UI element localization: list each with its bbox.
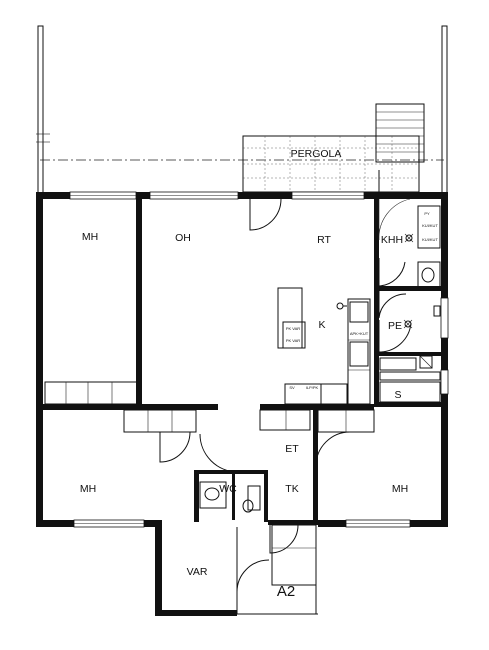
light-switch-icon bbox=[336, 302, 347, 310]
entrance-structure bbox=[236, 524, 318, 615]
label-wc: WC bbox=[219, 483, 237, 495]
pergola-structure bbox=[242, 135, 420, 193]
label-khh-fixture-3: KUI/KUT bbox=[422, 237, 438, 242]
label-tk: TK bbox=[285, 483, 298, 495]
label-mh-left: MH bbox=[82, 231, 98, 243]
interior-walls bbox=[43, 199, 441, 525]
label-ilp: ILP/PK bbox=[306, 385, 319, 390]
label-mh-bottom-left: MH bbox=[80, 483, 96, 495]
label-khh-fixture-2: KUI/KUT bbox=[422, 223, 438, 228]
label-oh: OH bbox=[175, 232, 191, 244]
ceiling-light-icon bbox=[403, 319, 413, 329]
label-et: ET bbox=[285, 443, 299, 455]
bathroom-fixtures bbox=[379, 205, 441, 403]
windows bbox=[69, 191, 449, 528]
label-var: VAR bbox=[187, 566, 208, 578]
label-pergola: PERGOLA bbox=[291, 148, 342, 160]
label-kitchen-unit-2: PK VAR bbox=[286, 338, 300, 343]
label-k: K bbox=[318, 319, 325, 331]
label-khh: KHH bbox=[381, 234, 403, 246]
label-khh-fixture-1: PY bbox=[424, 211, 430, 216]
label-kitchen-unit-1: PK VAR bbox=[286, 326, 300, 331]
outdoor-stair bbox=[375, 103, 425, 163]
label-sv: SV bbox=[289, 385, 295, 390]
wc-fixtures bbox=[199, 481, 261, 513]
label-s: S bbox=[394, 389, 401, 401]
label-pe: PE bbox=[388, 320, 402, 332]
label-k-fixture: APK+KUT bbox=[350, 331, 369, 336]
ceiling-light-icon bbox=[404, 233, 414, 243]
kitchen-counters bbox=[277, 287, 371, 405]
doors bbox=[159, 170, 412, 593]
label-rt: RT bbox=[317, 234, 331, 246]
unit-label: A2 bbox=[277, 583, 295, 600]
label-mh-bottom-right: MH bbox=[392, 483, 408, 495]
wardrobes bbox=[44, 381, 375, 433]
